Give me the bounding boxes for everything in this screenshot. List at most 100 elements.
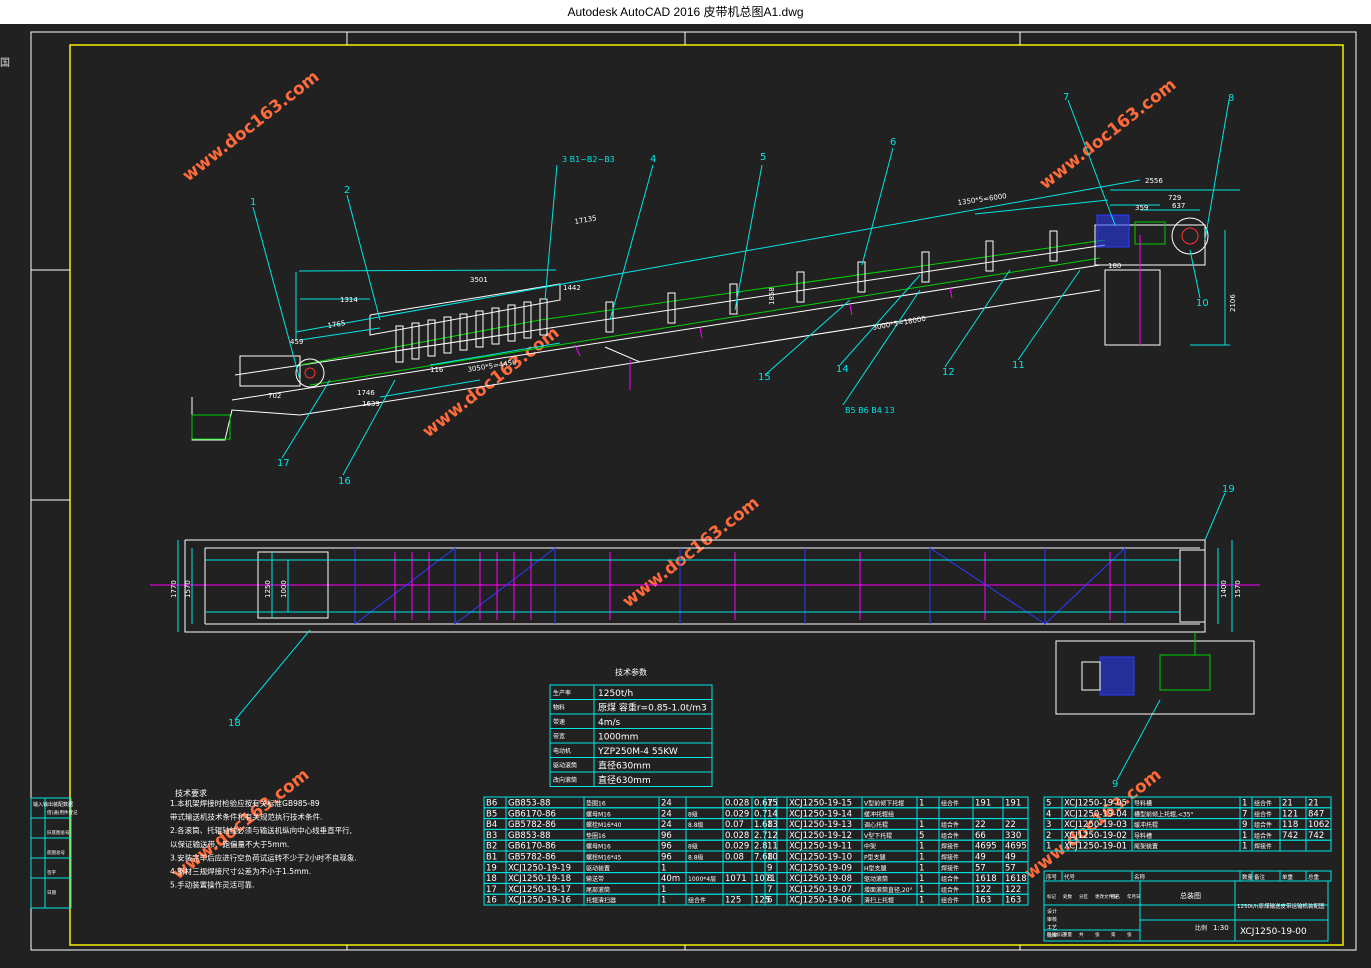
plan-idlers: [394, 552, 1111, 620]
left-strip-label: 借(通)用件登记: [47, 809, 78, 816]
bom-cell-text: 1: [1242, 842, 1247, 852]
bom-cell-text: 742: [1308, 831, 1324, 841]
bom-cell-text: 8.8级: [688, 821, 704, 829]
watermarks: www.doc163.com www.doc163.com www.doc163…: [169, 67, 1181, 884]
belt-lower: [309, 257, 1101, 386]
tech-param-value: 直径630mm: [598, 760, 651, 772]
bom-cell-text: 125: [725, 896, 741, 906]
bom-cell-text: 0.029: [725, 809, 749, 819]
bom-cell: [722, 861, 753, 874]
role-label: 批准: [1047, 932, 1057, 939]
callout-17: 17: [277, 458, 290, 469]
bom-cell-text: GB6170-86: [508, 809, 556, 819]
side-elevation: [191, 99, 1240, 476]
bom-cell-text: XCJ1250-19-15: [789, 799, 852, 809]
bom-cell-text: B5: [486, 809, 497, 819]
bom-cell-text: 8级: [688, 810, 698, 818]
bom-cell-text: 中架: [864, 843, 876, 851]
bom-cell-text: 1618: [1005, 874, 1027, 884]
bom-cell-text: GB5782-86: [508, 853, 556, 863]
dimension-lines: [295, 179, 1240, 398]
dimension-text: 1400: [1220, 580, 1228, 598]
plan-dim-texts: 1770 1570 1250 1000 1570 1400: [170, 580, 1242, 598]
watermark-text: www.doc163.com: [619, 493, 764, 612]
bom-cell-text: 焊接件: [941, 854, 959, 862]
tech-param-value-cell: [593, 771, 713, 787]
bom-cell-text: 2.7: [754, 831, 768, 841]
bom-cell-text: 7: [1242, 809, 1247, 819]
watermark-text: www.doc163.com: [179, 67, 324, 186]
tech-param-label: 改向滚筒: [553, 776, 577, 784]
drive-station-outline: [1055, 640, 1255, 715]
bom-cell-text: B2: [486, 842, 497, 852]
bom-cell-text: XCJ1250-19-07: [789, 885, 852, 895]
bom-cell-text: 输送带: [586, 875, 604, 883]
bom-cell-text: GB5782-86: [508, 820, 556, 830]
plan-crossmembers: [354, 547, 1126, 625]
bom-cell-text: 742: [1282, 831, 1298, 841]
tech-param-label: 驱动滚筒: [553, 762, 577, 770]
bom-cell-text: 槽型前倾上托辊,<35°: [1134, 810, 1194, 818]
bom-cell-text: 1071: [725, 874, 747, 884]
bom-cell-text: 缓冲托辊组: [864, 810, 894, 818]
dimension-text: 1000: [280, 580, 288, 598]
title-header-text: 名称: [1134, 873, 1146, 881]
bom-cell-text: 1: [919, 820, 924, 830]
bom-cell-text: 组合件: [1254, 821, 1272, 829]
dimension-text: 17135: [574, 214, 597, 226]
bom-cell-text: 163: [975, 896, 991, 906]
bom-cell-text: 尾部滚筒: [586, 886, 610, 894]
bom-cell-text: XCJ1250-19-16: [508, 896, 571, 906]
bom-cell-text: 24: [661, 799, 672, 809]
callout-12: 12: [942, 367, 955, 378]
tech-req-title: 技术要求: [175, 788, 207, 798]
callout-8: 8: [1228, 93, 1234, 104]
bom-cell-text: 6: [767, 896, 772, 906]
bom-cell-text: 螺母M16: [586, 810, 611, 818]
title-center-label: 总装图: [1180, 891, 1201, 900]
bom-cell: [685, 882, 724, 895]
bom-cell-text: 7: [767, 885, 772, 895]
bom-cell-text: 1: [1046, 842, 1051, 852]
bom-cell-text: 螺栓M16*45: [586, 854, 622, 862]
title-cell-text: 第: [1111, 931, 1116, 938]
bom-cell-text: 缓冲托辊: [1134, 821, 1158, 829]
plan-frame-outer: [184, 539, 1206, 633]
callout-18: 18: [228, 718, 241, 729]
project-name: 1250t/h原煤输送皮带运输机装配图: [1237, 902, 1325, 910]
bom-cell-text: 5: [919, 831, 924, 841]
bom-cell-text: 5: [1046, 799, 1051, 809]
bom-cell-text: B3: [486, 831, 497, 841]
bom-cell: [722, 882, 753, 895]
scale-value: 1:30: [1213, 924, 1229, 932]
tech-req-line: 3.安装完毕后应进行空负荷试运转不少于2小时不良现象.: [170, 852, 357, 862]
bom-cell-text: 组合件: [688, 897, 706, 905]
title-header-text: 序号: [1046, 873, 1058, 881]
bom-cell-text: 1: [919, 885, 924, 895]
drawing-canvas[interactable]: 国 www.doc163.com www.doc163.com www.doc1…: [0, 24, 1371, 968]
title-cell-text: 标记: [1047, 893, 1056, 900]
tail-plan-box: [257, 551, 329, 619]
callout-11: 11: [1012, 360, 1025, 371]
conveyor-frame-top: [234, 244, 1106, 376]
bom-cell-text: 焊接件: [941, 843, 959, 851]
left-stamp-strip: [30, 797, 72, 909]
tech-param-label: 电动机: [553, 747, 571, 755]
head-drive: [1094, 217, 1209, 346]
bom-cell-text: 96: [661, 853, 672, 863]
bom-cell: [685, 861, 724, 874]
bom-cell-text: 托辊清扫器: [586, 897, 616, 905]
bom-cell-text: 焊接件: [941, 864, 959, 872]
title-cell-text: 张: [1127, 931, 1132, 938]
bom-cell-text: 0.7: [754, 809, 768, 819]
callout-b-parts: B5 B6 B4 13: [845, 406, 895, 415]
bom-cell-text: 组合件: [1254, 800, 1272, 808]
bom-cell-text: GB6170-86: [508, 842, 556, 852]
title-cell-text: 更改文件号: [1095, 893, 1118, 900]
stamp-label: 输入输出装配数据: [33, 801, 73, 808]
bom-cell-text: 9: [1242, 820, 1247, 830]
bom-cell-text: 1: [919, 842, 924, 852]
dimension-text: 1250: [264, 580, 272, 598]
